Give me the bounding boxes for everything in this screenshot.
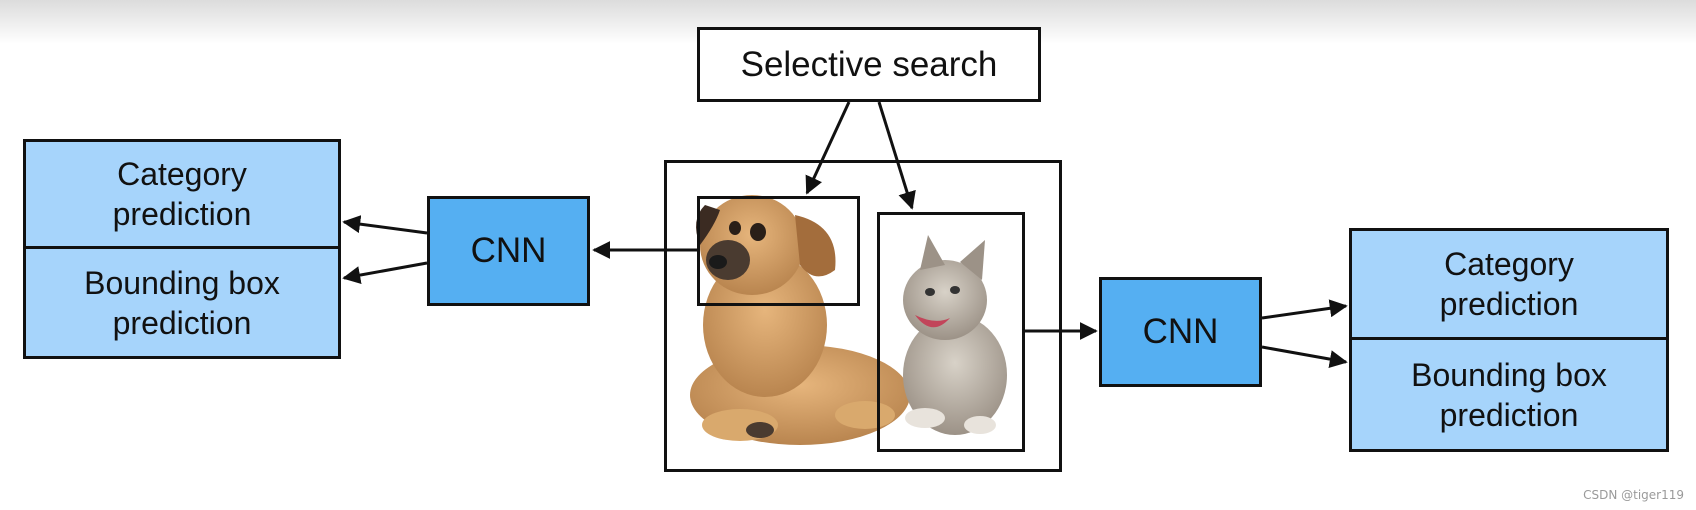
output-stack-left: Category prediction Bounding box predict… bbox=[23, 139, 341, 359]
dog-photo bbox=[690, 195, 910, 445]
selective-search-box: Selective search bbox=[697, 27, 1041, 102]
cnn-right-label: CNN bbox=[1142, 312, 1219, 351]
arrow-search-to-cat bbox=[877, 101, 916, 210]
arrow-cnn-right-to-bbox bbox=[1261, 345, 1348, 369]
category-prediction-left: Category prediction bbox=[26, 142, 338, 249]
arrow-cnn-left-to-category bbox=[342, 215, 428, 235]
bbox-prediction-right: Bounding box prediction bbox=[1411, 356, 1607, 433]
cnn-left-box: CNN bbox=[427, 196, 590, 306]
arrow-search-to-dog bbox=[805, 101, 851, 195]
output-stack-right: Category prediction Bounding box predict… bbox=[1349, 228, 1669, 452]
arrow-cnn-left-to-bbox bbox=[342, 261, 428, 284]
kitten-photo bbox=[903, 235, 1007, 435]
cnn-left-label: CNN bbox=[470, 231, 547, 270]
bbox-prediction-left: Bounding box prediction bbox=[84, 264, 280, 341]
arrow-cnn-right-to-category bbox=[1261, 299, 1348, 320]
region-proposal-dog bbox=[697, 196, 860, 306]
selective-search-label: Selective search bbox=[740, 44, 998, 84]
watermark: CSDN @tiger119 bbox=[1583, 488, 1684, 502]
region-proposal-cat bbox=[877, 212, 1025, 452]
cnn-right-box: CNN bbox=[1099, 277, 1262, 387]
category-prediction-right: Category prediction bbox=[1352, 231, 1666, 340]
